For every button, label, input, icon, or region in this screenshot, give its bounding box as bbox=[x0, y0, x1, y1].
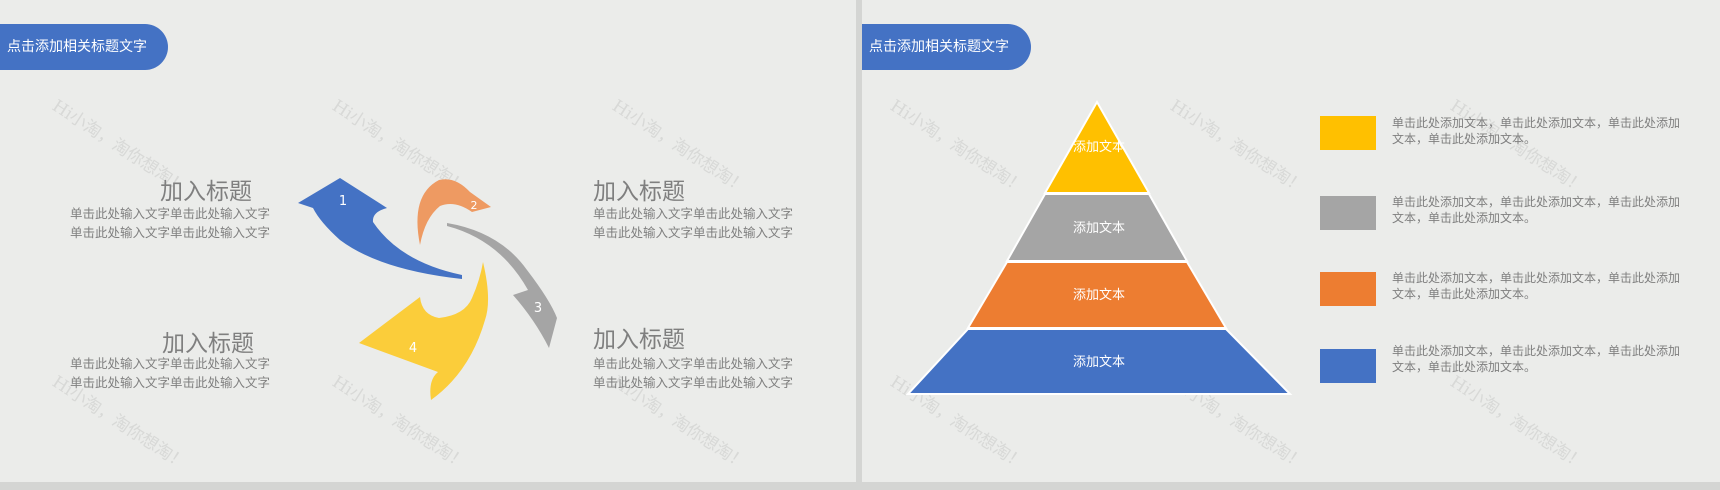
arrow-number: 1 bbox=[339, 194, 347, 209]
legend-swatch-gray bbox=[1320, 196, 1376, 230]
legend-text[interactable]: 单击此处添加文本，单击此处添加文本，单击此处添加文本，单击此处添加文本。 bbox=[1392, 344, 1681, 374]
arrow-number: 4 bbox=[409, 341, 417, 356]
arrow-1[interactable] bbox=[298, 178, 462, 279]
pyramid-layer-4[interactable] bbox=[905, 328, 1293, 395]
text-line: 单击此处输入文字单击此处输入文字 bbox=[593, 206, 794, 221]
slide-left: Hi小淘，淘你想淘！ Hi小淘，淘你想淘！ Hi小淘，淘你想淘！ Hi小淘，淘你… bbox=[0, 0, 856, 482]
text-line: 单击此处输入文字单击此处输入文字 bbox=[70, 225, 271, 240]
block-text[interactable]: 单击此处输入文字单击此处输入文字 单击此处输入文字单击此处输入文字 bbox=[70, 204, 270, 242]
arrow-number: 3 bbox=[534, 301, 542, 316]
legend-swatch-yellow bbox=[1320, 116, 1376, 150]
arrow-number: 2 bbox=[471, 199, 478, 212]
pyramid-label: 添加文本 bbox=[1073, 140, 1125, 155]
block-heading[interactable]: 加入标题 bbox=[593, 179, 685, 205]
text-line: 单击此处输入文字单击此处输入文字 bbox=[70, 206, 271, 221]
block-text[interactable]: 单击此处输入文字单击此处输入文字 单击此处输入文字单击此处输入文字 bbox=[593, 354, 793, 392]
legend-text[interactable]: 单击此处添加文本，单击此处添加文本，单击此处添加文本，单击此处添加文本。 bbox=[1392, 271, 1681, 301]
text-line: 单击此处输入文字单击此处输入文字 bbox=[593, 375, 794, 390]
legend-swatch-orange bbox=[1320, 272, 1376, 306]
legend-text[interactable]: 单击此处添加文本，单击此处添加文本，单击此处添加文本，单击此处添加文本。 bbox=[1392, 195, 1681, 225]
block-text[interactable]: 单击此处输入文字单击此处输入文字 单击此处输入文字单击此处输入文字 bbox=[70, 354, 270, 392]
block-text[interactable]: 单击此处输入文字单击此处输入文字 单击此处输入文字单击此处输入文字 bbox=[593, 204, 793, 242]
arrow-cycle-diagram: 1 2 3 4 bbox=[298, 178, 557, 400]
text-line: 单击此处输入文字单击此处输入文字 bbox=[70, 356, 271, 371]
pyramid-label: 添加文本 bbox=[1073, 288, 1125, 303]
text-line: 单击此处输入文字单击此处输入文字 bbox=[70, 375, 271, 390]
legend-text[interactable]: 单击此处添加文本，单击此处添加文本，单击此处添加文本，单击此处添加文本。 bbox=[1392, 116, 1681, 146]
legend-swatch-blue bbox=[1320, 349, 1376, 383]
pyramid-label: 添加文本 bbox=[1073, 355, 1125, 370]
arrow-4[interactable] bbox=[359, 262, 489, 400]
slide-title[interactable]: 点击添加相关标题文字 bbox=[0, 24, 168, 70]
arrow-2[interactable] bbox=[417, 179, 491, 245]
pyramid-label: 添加文本 bbox=[1073, 221, 1125, 236]
slide-right: Hi小淘，淘你想淘！ Hi小淘，淘你想淘！ Hi小淘，淘你想淘！ Hi小淘，淘你… bbox=[862, 0, 1720, 482]
pyramid-diagram: 添加文本 添加文本 添加文本 添加文本 bbox=[905, 99, 1293, 395]
text-line: 单击此处输入文字单击此处输入文字 bbox=[593, 356, 794, 371]
arrow-3[interactable] bbox=[447, 223, 557, 348]
slide-title[interactable]: 点击添加相关标题文字 bbox=[862, 24, 1031, 70]
text-line: 单击此处输入文字单击此处输入文字 bbox=[593, 225, 794, 240]
block-heading[interactable]: 加入标题 bbox=[593, 327, 685, 353]
block-heading[interactable]: 加入标题 bbox=[162, 331, 254, 357]
block-heading[interactable]: 加入标题 bbox=[160, 179, 252, 205]
